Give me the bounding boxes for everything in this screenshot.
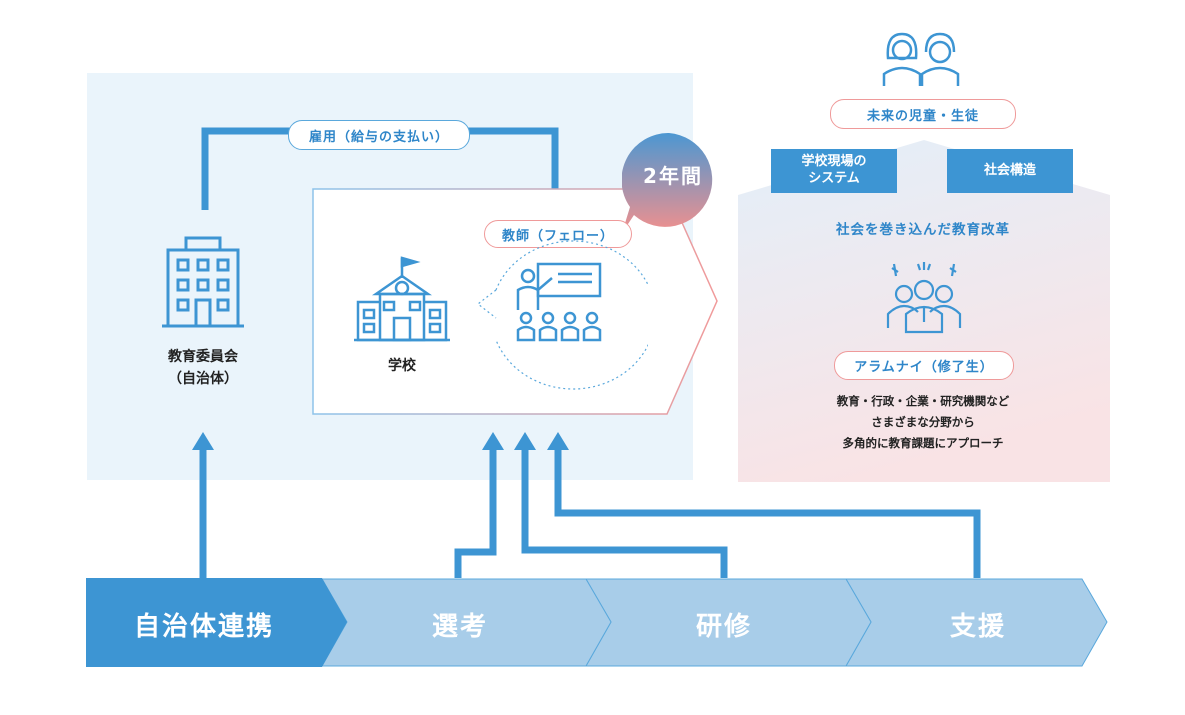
stage-bar xyxy=(86,578,1108,667)
teacher-circle xyxy=(477,240,648,390)
school-label: 学校 xyxy=(388,358,416,374)
stage-selection: 選考 xyxy=(431,611,488,642)
teacher-classroom-icon xyxy=(516,262,602,342)
school-system-line1: 学校現場の xyxy=(801,154,867,170)
stage-shape-municipal xyxy=(86,578,347,667)
future-label: 未来の児童・生徒 xyxy=(830,99,1016,129)
board-label-line2: （自治体） xyxy=(168,371,238,388)
stage-municipal: 自治体連携 xyxy=(133,611,274,642)
duration-badge-shape xyxy=(622,133,713,233)
future-children-icon xyxy=(882,32,960,86)
alumni-desc-line2: さまざまな分野から xyxy=(871,415,975,429)
children-icon xyxy=(516,311,602,342)
school-building-icon xyxy=(354,256,450,342)
school-system-box: 学校現場の システム xyxy=(771,149,897,193)
board-label: 教育委員会 （自治体） xyxy=(142,346,264,391)
employment-label: 雇用（給与の支払い） xyxy=(288,120,470,150)
board-label-line1: 教育委員会 xyxy=(168,349,238,365)
alumni-desc-line3: 多角的に教育課題にアプローチ xyxy=(842,436,1004,450)
stage-support: 支援 xyxy=(949,611,1006,642)
teacher-label: 教師（フェロー） xyxy=(484,220,632,248)
alumni-label: アラムナイ（修了生） xyxy=(834,351,1014,380)
office-building-icon xyxy=(162,236,244,328)
reform-label: 社会を巻き込んだ教育改革 xyxy=(836,222,1010,238)
alumni-desc-line1: 教育・行政・企業・研究機関など xyxy=(836,394,1010,408)
stage-training: 研修 xyxy=(695,611,752,642)
duration-badge: 2年間 xyxy=(643,164,703,188)
school-system-line2: システム xyxy=(808,171,860,186)
alumni-group-icon xyxy=(886,262,962,334)
social-structure-box: 社会構造 xyxy=(947,149,1073,193)
